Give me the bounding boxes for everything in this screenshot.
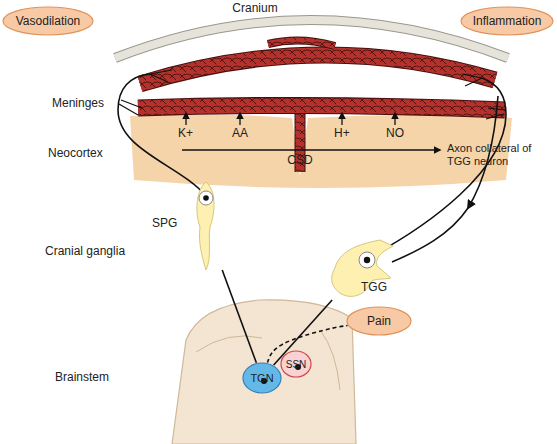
node-text: TGN <box>250 372 273 384</box>
label-text: Axon collateral of TGG neuron <box>447 142 547 168</box>
label-text: AA <box>232 126 248 140</box>
brainstem-groove <box>320 330 340 390</box>
node-text: SPG <box>152 216 177 230</box>
release-arrow <box>341 113 342 125</box>
nucleus-oval <box>281 351 311 377</box>
label-text: Meninges <box>52 96 104 110</box>
node-text: Pain <box>367 314 391 328</box>
neuron-nucleus <box>364 257 370 263</box>
label-text: CSD <box>270 153 330 167</box>
meningeal-vessel <box>268 40 335 46</box>
nerve-fibre <box>368 78 506 258</box>
brainstem-shape <box>172 300 356 444</box>
label-text: Neocortex <box>48 146 103 160</box>
neuron-body <box>359 252 375 268</box>
ganglion-shape: SPG <box>188 182 224 270</box>
release-arrow <box>394 113 395 125</box>
effect-oval <box>347 307 411 335</box>
node-text: Inflammation <box>473 14 542 28</box>
ganglion-shape <box>197 182 214 270</box>
node-text: Vasodilation <box>16 14 81 28</box>
effect-oval <box>3 7 93 35</box>
nucleus-oval <box>243 363 281 393</box>
vessel-outline <box>140 55 495 84</box>
label-text: K+ <box>178 126 193 140</box>
meningeal-vessel <box>140 55 495 84</box>
meningeal-vessel <box>138 105 505 110</box>
release-arrow <box>185 113 186 125</box>
label-text: Cranium <box>215 1 295 15</box>
ganglion-shape <box>332 240 393 296</box>
release-arrow <box>239 113 240 125</box>
ganglion-shape: TGG <box>325 238 395 300</box>
csd-arrow <box>182 149 440 150</box>
label-text: Cranial ganglia <box>45 244 125 258</box>
label-text: NO <box>386 126 404 140</box>
axon-collateral <box>392 208 468 262</box>
label-text: H+ <box>334 126 350 140</box>
node-text: SSN <box>286 359 307 370</box>
vessel-outline <box>138 105 505 110</box>
effect-oval: Vasodilation <box>2 6 94 36</box>
neuron-nucleus <box>203 195 209 201</box>
neuron-body <box>199 191 213 205</box>
effect-oval <box>461 7 553 35</box>
nerve-fibre <box>118 74 206 196</box>
nerve-connector <box>222 270 256 363</box>
vessel-outline <box>268 40 335 46</box>
nerve-ending <box>119 70 172 115</box>
node-text: TGG <box>361 280 387 294</box>
nucleus-oval: TGN <box>242 362 282 394</box>
brainstem-groove <box>196 336 262 352</box>
effect-oval: Inflammation <box>460 6 554 36</box>
nucleus-oval: SSN <box>280 350 312 378</box>
label-text: Brainstem <box>55 370 109 384</box>
shape-outline <box>188 182 224 270</box>
effect-oval: Pain <box>346 306 412 336</box>
